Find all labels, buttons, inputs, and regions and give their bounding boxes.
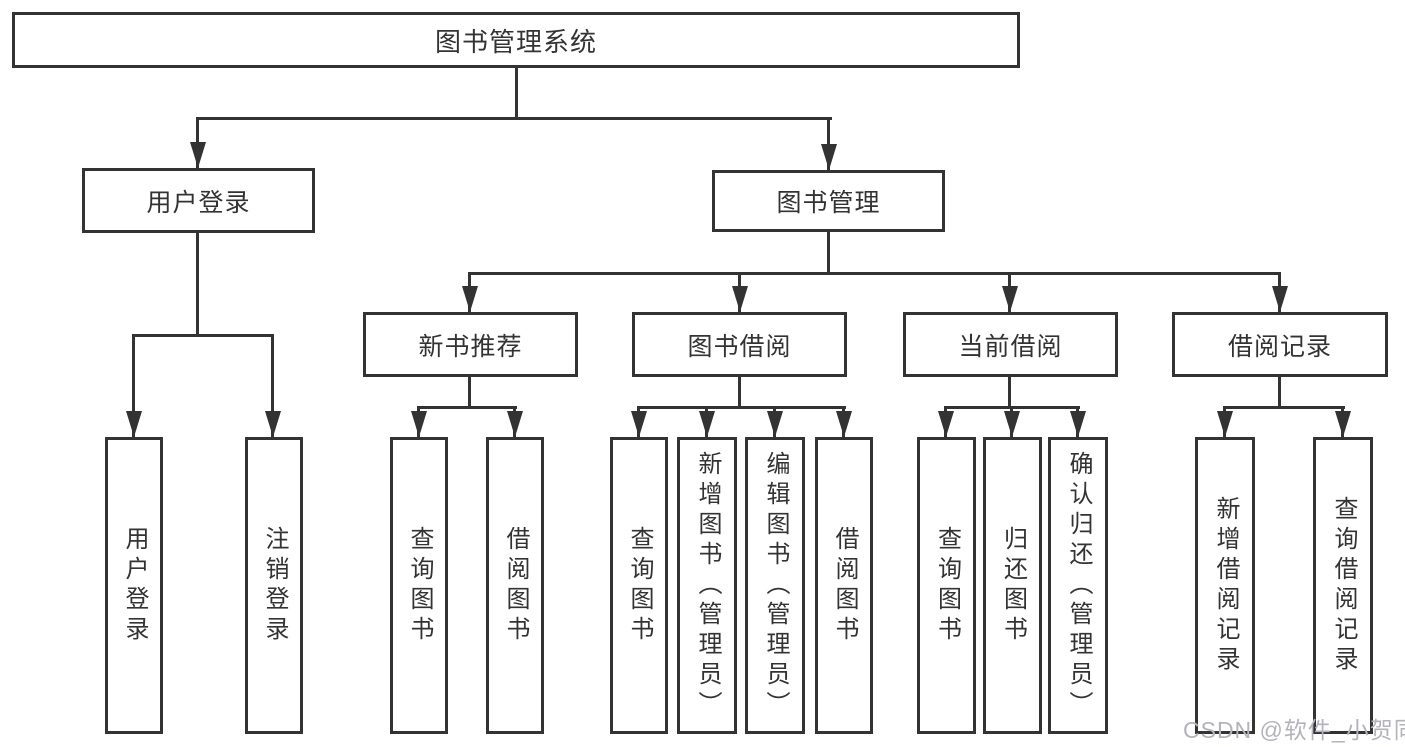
- node-current-borrowing-label: 当前借阅: [958, 332, 1063, 361]
- leaf-add-borrow-record: 新增借阅记录: [1195, 437, 1255, 734]
- leaf-query-books-current-label: 查询图书: [933, 525, 961, 646]
- arrow-down: [1070, 411, 1086, 437]
- connector-vline: [196, 231, 199, 337]
- node-root: 图书管理系统: [12, 12, 1020, 68]
- arrow-down: [1004, 411, 1020, 437]
- leaf-add-books-admin-label: 新增图书（管理员）: [694, 450, 721, 721]
- connector-vline: [132, 334, 135, 437]
- leaf-query-borrow-record-label: 查询借阅记录: [1330, 495, 1357, 676]
- arrow-down: [732, 286, 748, 312]
- leaf-confirm-return-admin-label: 确认归还（管理员）: [1065, 450, 1092, 721]
- leaf-logout-login: 注销登录: [245, 437, 303, 734]
- leaf-user-login: 用户登录: [105, 437, 163, 734]
- arrow-down: [836, 411, 852, 437]
- leaf-borrow-books-recommend: 借阅图书: [486, 437, 544, 734]
- leaf-borrow-books-borrowing: 借阅图书: [815, 437, 873, 734]
- arrow-down: [1002, 286, 1018, 312]
- leaf-confirm-return-admin: 确认归还（管理员）: [1048, 437, 1108, 734]
- node-new-book-recommend: 新书推荐: [363, 312, 578, 377]
- leaf-borrow-books-borrowing-label: 借阅图书: [831, 525, 858, 646]
- leaf-edit-books-admin-label: 编辑图书（管理员）: [762, 450, 789, 721]
- leaf-logout-login-label: 注销登录: [261, 525, 288, 646]
- arrow-down: [190, 142, 206, 168]
- node-root-label: 图书管理系统: [434, 26, 597, 57]
- node-new-book-recommend-label: 新书推荐: [418, 332, 523, 361]
- leaf-query-books-current: 查询图书: [917, 437, 976, 734]
- connector-vline: [515, 66, 518, 119]
- arrow-down: [126, 411, 142, 437]
- connector-vline: [827, 117, 830, 170]
- node-user-login-label: 用户登录: [146, 188, 251, 217]
- arrow-down: [1335, 411, 1351, 437]
- node-borrowing-records-label: 借阅记录: [1227, 332, 1332, 361]
- arrow-down: [265, 411, 281, 437]
- connector-vline: [468, 375, 471, 409]
- node-current-borrowing: 当前借阅: [903, 312, 1118, 377]
- connector-hline: [1223, 406, 1345, 409]
- connector-hline: [196, 117, 832, 120]
- connector-vline: [271, 334, 274, 437]
- node-book-management-label: 图书管理: [776, 189, 881, 217]
- arrow-down: [507, 411, 523, 437]
- arrow-down: [767, 411, 783, 437]
- csdn-watermark: CSDN @软件_小贺同学: [1183, 717, 1405, 743]
- leaf-query-books-recommend-label: 查询图书: [406, 525, 433, 646]
- leaf-edit-books-admin: 编辑图书（管理员）: [745, 437, 805, 734]
- connector-hline: [637, 406, 846, 409]
- arrow-down: [699, 411, 715, 437]
- arrow-down: [1217, 411, 1233, 437]
- leaf-query-borrow-record: 查询借阅记录: [1313, 437, 1373, 734]
- leaf-query-books-recommend: 查询图书: [390, 437, 448, 734]
- leaf-add-books-admin: 新增图书（管理员）: [677, 437, 737, 734]
- arrow-down: [1272, 286, 1288, 312]
- connector-vline: [1278, 375, 1281, 409]
- node-borrowing-records: 借阅记录: [1172, 312, 1388, 377]
- node-user-login: 用户登录: [82, 168, 315, 233]
- node-book-borrowing-label: 图书借阅: [687, 332, 792, 361]
- connector-vline: [827, 230, 830, 275]
- leaf-query-books-borrowing-label: 查询图书: [626, 525, 653, 646]
- leaf-add-borrow-record-label: 新增借阅记录: [1212, 495, 1239, 676]
- arrow-down: [821, 144, 837, 170]
- connector-vline: [738, 375, 741, 409]
- leaf-user-login-label: 用户登录: [121, 525, 148, 646]
- arrow-down: [411, 411, 427, 437]
- leaf-query-books-borrowing: 查询图书: [610, 437, 668, 734]
- connector-hline: [132, 334, 274, 337]
- node-book-borrowing: 图书借阅: [632, 312, 847, 377]
- connector-vline: [1008, 375, 1011, 409]
- connector-hline: [468, 272, 1281, 275]
- leaf-return-books: 归还图书: [983, 437, 1042, 734]
- arrow-down: [631, 411, 647, 437]
- arrow-down: [938, 411, 954, 437]
- leaf-return-books-label: 归还图书: [999, 525, 1027, 646]
- leaf-borrow-books-recommend-label: 借阅图书: [502, 525, 529, 646]
- arrow-down: [462, 286, 478, 312]
- connector-hline: [417, 406, 517, 409]
- node-book-management: 图书管理: [712, 170, 945, 232]
